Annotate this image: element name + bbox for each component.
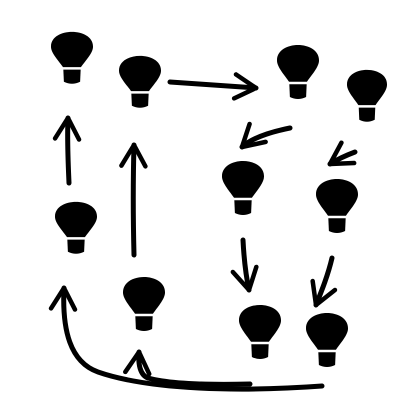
bulb-base xyxy=(131,90,149,108)
bulb-base xyxy=(67,236,85,254)
bulb-glass xyxy=(50,31,94,68)
arrow-9-to-8 xyxy=(123,349,253,387)
lightbulb-icon xyxy=(221,161,265,215)
arrow-2-to-3 xyxy=(167,72,259,101)
bulb-base xyxy=(318,349,336,367)
lightbulb-icon xyxy=(346,69,388,122)
lightbulb-icon xyxy=(315,179,359,233)
lightbulb-icon xyxy=(238,305,282,359)
arrow-10-to-7 xyxy=(48,285,325,392)
arrow-4-to-6 xyxy=(327,140,358,167)
bulb-base xyxy=(63,66,81,84)
bulb-glass xyxy=(221,161,265,198)
lightbulb-icon xyxy=(54,201,98,254)
bulb-glass xyxy=(305,313,349,350)
bulb-base xyxy=(358,104,376,122)
bulb-base xyxy=(135,313,153,331)
bulb-glass xyxy=(315,179,359,216)
arrow-3-to-5 xyxy=(239,121,293,150)
lightbulb-icon xyxy=(276,45,320,99)
arrow-7-to-1 xyxy=(52,115,82,186)
bulbs-layer xyxy=(50,31,388,367)
bulb-base xyxy=(328,215,346,233)
bulb-base xyxy=(289,81,307,99)
lightbulb-icon xyxy=(305,313,349,367)
lightbulb-icon xyxy=(122,277,166,331)
arrows-layer xyxy=(48,72,358,392)
lightbulb-icon xyxy=(50,31,94,84)
lightbulb-icon xyxy=(118,55,162,108)
bulb-glass xyxy=(54,201,98,238)
bulb-glass xyxy=(346,69,388,106)
bulb-glass xyxy=(118,55,162,92)
arrow-5-to-9 xyxy=(230,237,259,293)
bulb-base xyxy=(234,197,252,215)
bulb-glass xyxy=(276,45,320,82)
bulb-glass xyxy=(122,277,166,314)
bulb-glass xyxy=(238,305,282,342)
arrow-8-to-2 xyxy=(119,142,148,258)
bulb-base xyxy=(251,341,269,359)
arrow-6-to-10 xyxy=(310,255,338,308)
